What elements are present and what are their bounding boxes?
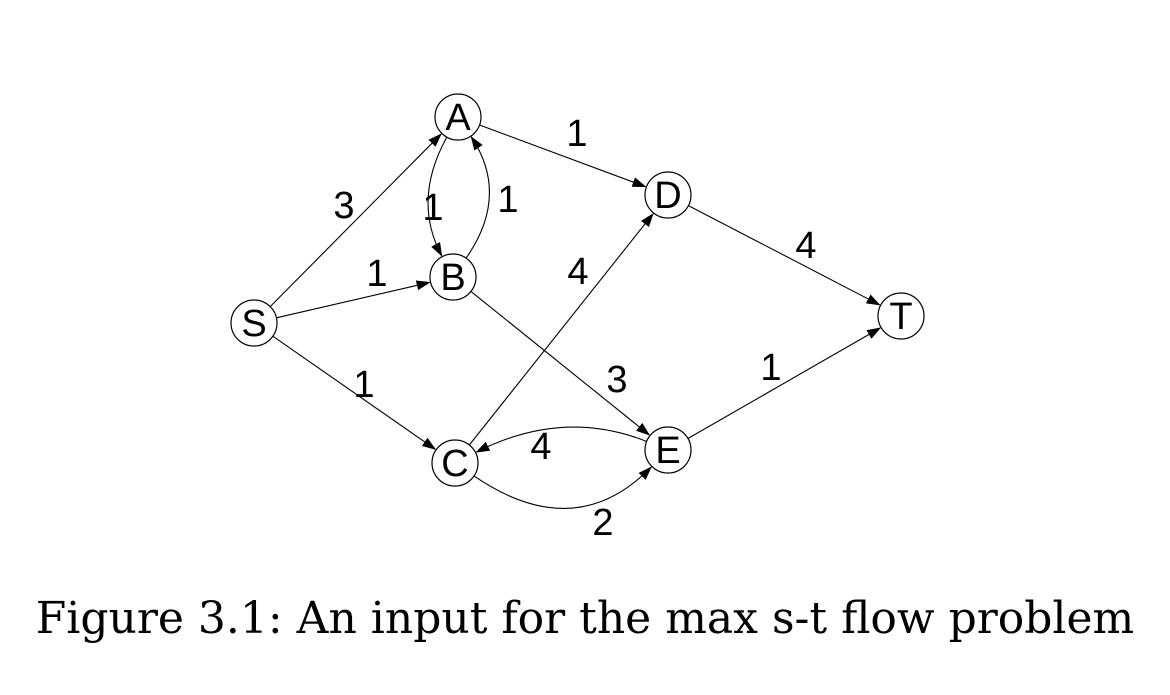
edge-c-e [473,466,652,509]
edge-e-t [687,327,882,440]
edge-c-d [468,213,654,446]
edge-capacity-label: 1 [497,179,518,221]
edge-s-a [269,133,442,308]
edge-b-a [465,136,490,259]
node-circle [434,93,482,141]
edge-capacity-label: 3 [333,185,354,227]
node-circle [644,426,692,474]
edge-capacity-label: 4 [567,251,588,293]
edge-capacity-label: 2 [592,502,613,544]
edge-capacity-label: 1 [760,347,781,389]
edge-capacity-label: 1 [566,113,587,155]
node-label: S [241,303,266,345]
edge-d-t [688,205,881,306]
node-circle [644,171,692,219]
edge-s-b [276,280,431,319]
node-c: C [431,439,479,487]
edge-e-c [475,426,647,453]
node-circle [877,292,925,340]
edge-capacity-label: 1 [353,364,374,406]
edge-b-e [470,290,651,436]
edge-capacity-label: 1 [366,253,387,295]
node-label: B [440,257,465,299]
node-circle [230,299,278,347]
node-label: C [441,443,468,485]
node-b: B [429,253,477,301]
node-label: E [655,430,680,472]
edge-capacity-label: 4 [530,426,551,468]
edge-capacity-label: 3 [606,359,627,401]
node-label: A [445,97,471,139]
node-s: S [230,299,278,347]
edge-a-b [427,136,448,257]
node-circle [429,253,477,301]
node-label: D [654,175,681,217]
node-circle [431,439,479,487]
node-d: D [644,171,692,219]
edge-s-c [272,335,437,450]
edge-a-d [479,124,647,188]
figure-caption: Figure 3.1: An input for the max s-t flo… [35,593,1135,644]
edge-capacity-label: 4 [795,225,816,267]
node-a: A [434,93,482,141]
node-e: E [644,426,692,474]
node-label: T [889,296,912,338]
node-t: T [877,292,925,340]
edge-capacity-label: 1 [422,187,443,229]
